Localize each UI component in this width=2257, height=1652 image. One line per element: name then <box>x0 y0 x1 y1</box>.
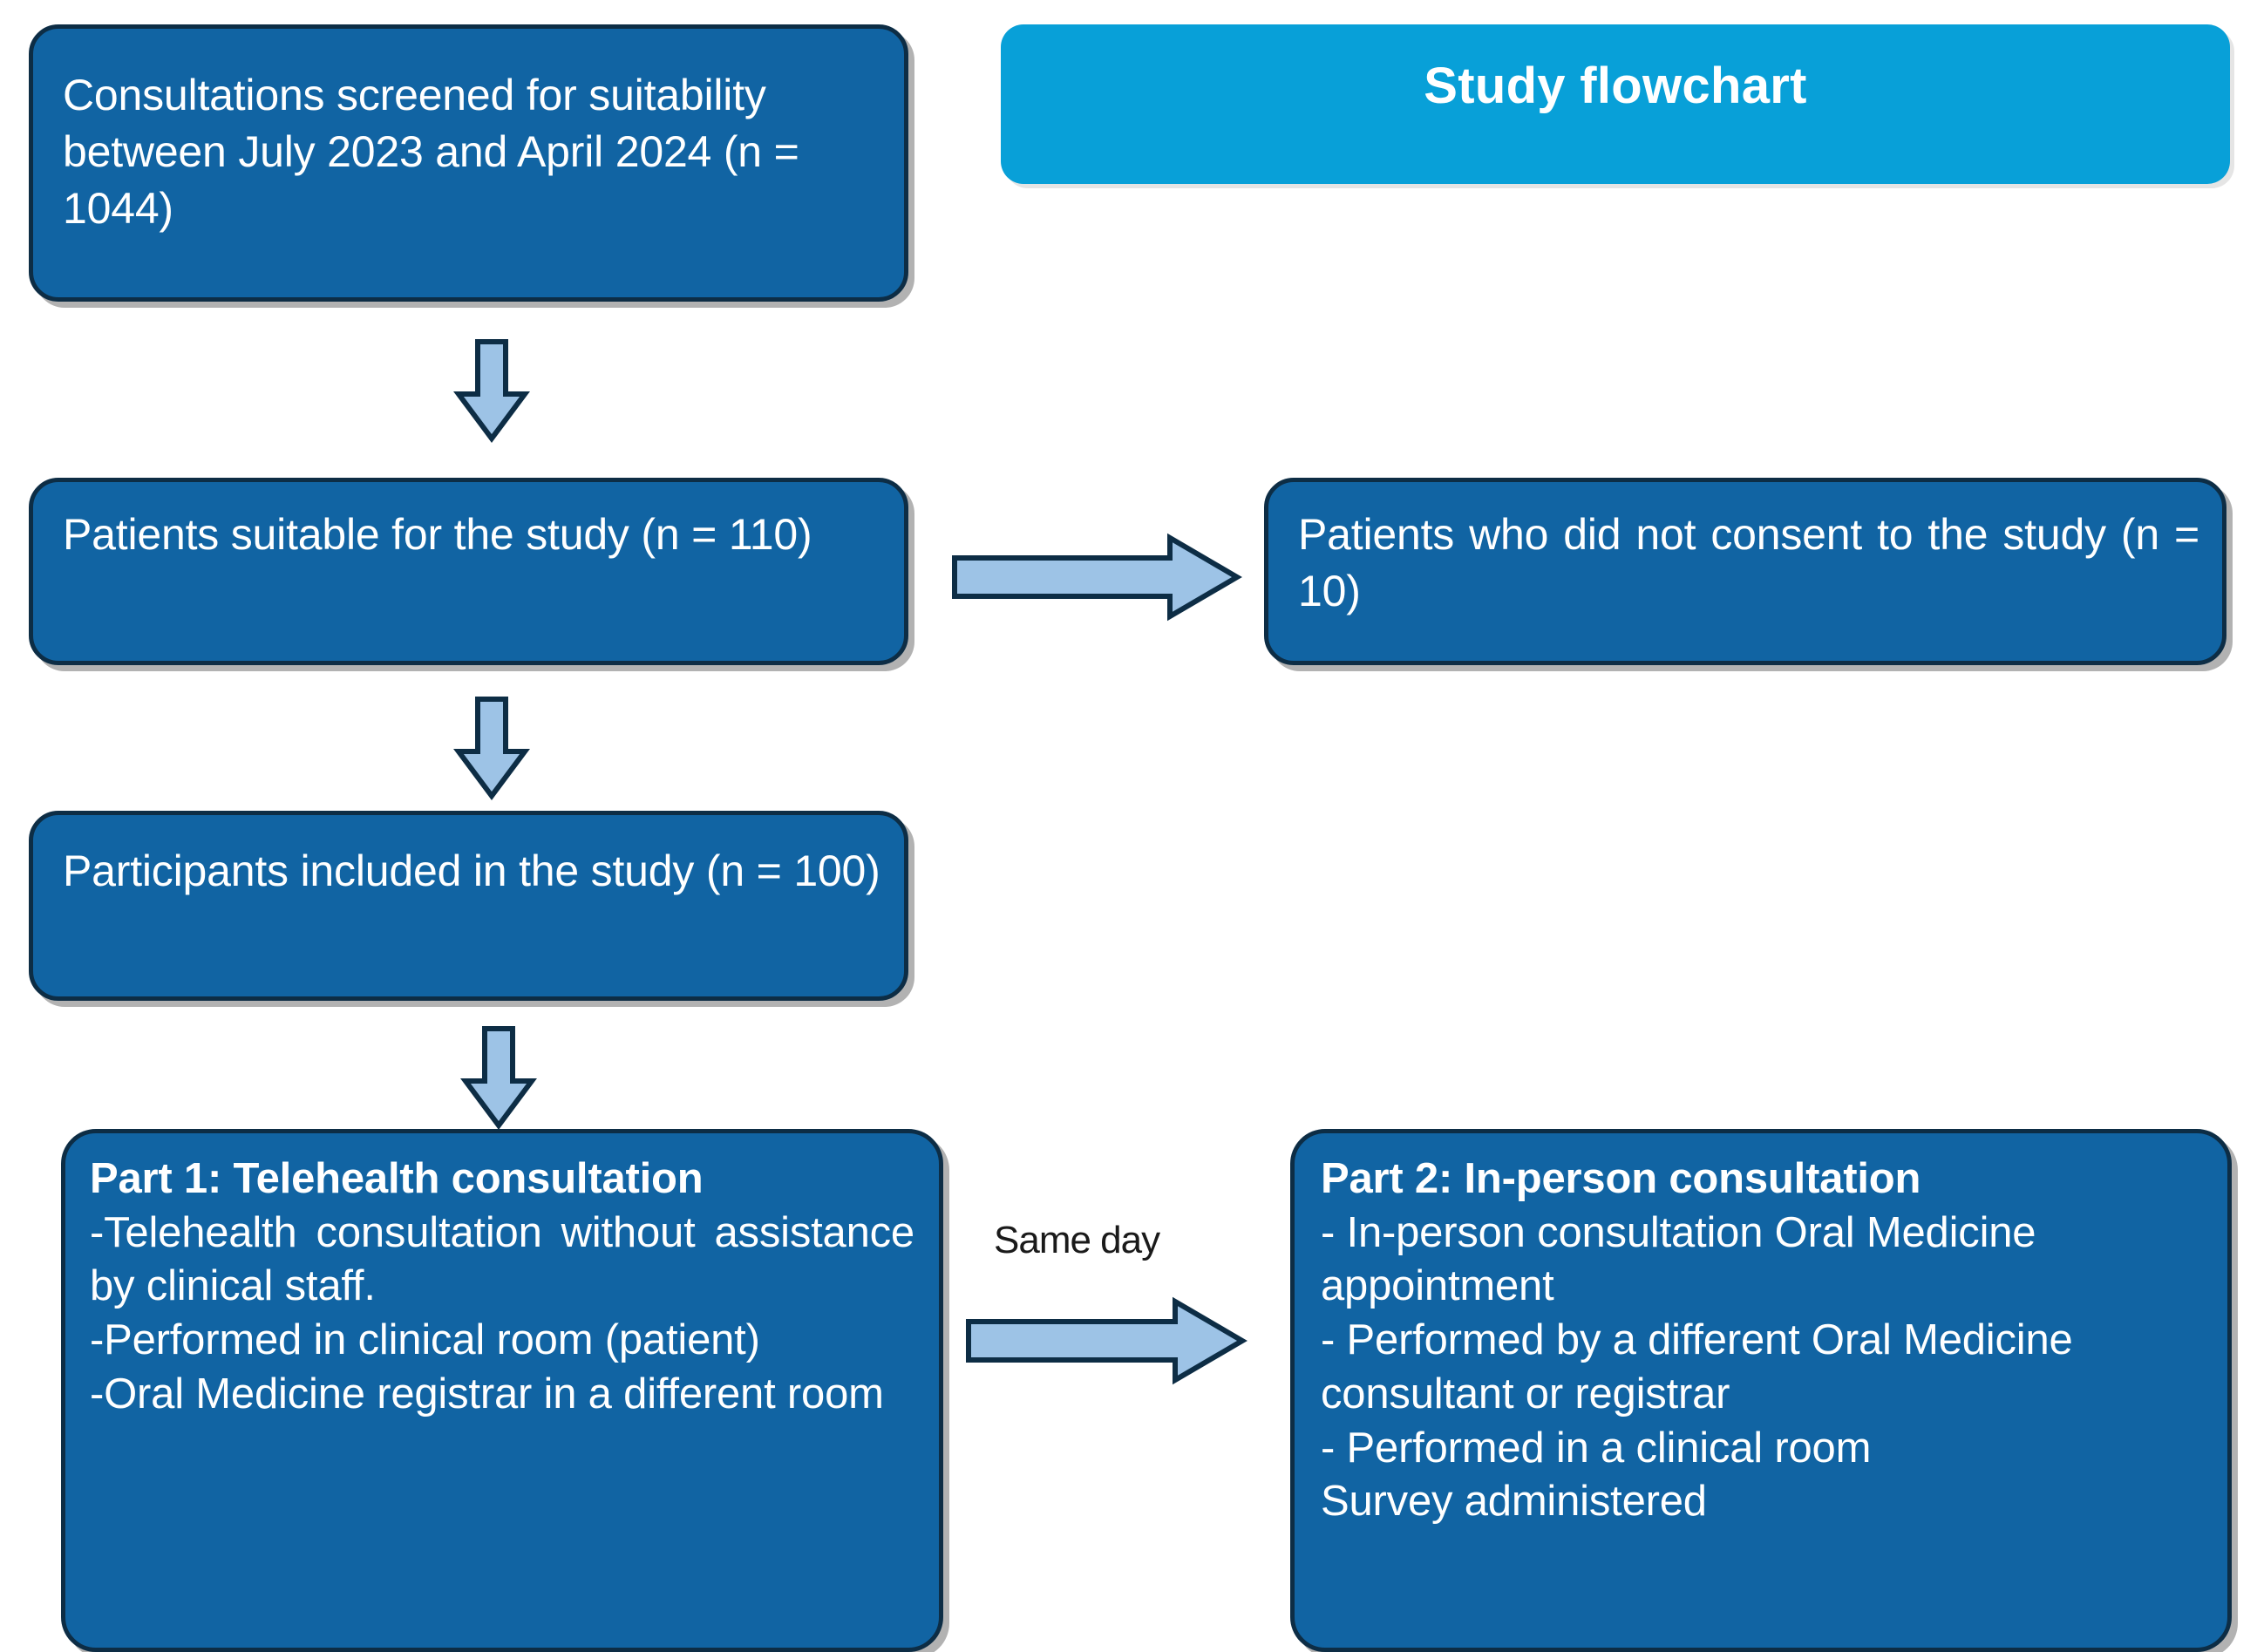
arrow-right-suitable-to-noconsent <box>952 533 1242 622</box>
node-participants-included: Participants included in the study (n = … <box>29 811 908 1001</box>
arrow-right-part1-to-part2 <box>966 1296 1247 1385</box>
node-consultations-screened-label: Consultations screened for suitability b… <box>63 71 812 233</box>
node-part2-body: - In-person consultation Oral Medicine a… <box>1321 1208 2073 1526</box>
arrow-down-included-to-part1 <box>460 1026 537 1131</box>
edge-label-same-day: Same day <box>994 1219 1160 1261</box>
node-part1-heading: Part 1: Telehealth consultation <box>90 1155 704 1202</box>
page-title: Study flowchart <box>1424 58 1807 114</box>
node-part1-text: Part 1: Telehealth consultation -Teleheal… <box>90 1152 914 1422</box>
arrow-down-screened-to-suitable <box>453 339 530 444</box>
node-part1-telehealth: Part 1: Telehealth consultation -Teleheal… <box>61 1129 943 1652</box>
node-participants-included-label: Participants included in the study (n = … <box>63 846 880 895</box>
study-flowchart-title-banner: Study flowchart <box>1001 24 2230 184</box>
node-part2-inperson: Part 2: In-person consultation - In-perso… <box>1290 1129 2232 1652</box>
node-patients-no-consent-label: Patients who did not consent to the stud… <box>1298 510 2212 615</box>
node-part2-text: Part 2: In-person consultation - In-perso… <box>1321 1152 2206 1529</box>
node-patients-no-consent: Patients who did not consent to the stud… <box>1264 478 2226 665</box>
node-part2-heading: Part 2: In-person consultation <box>1321 1155 1921 1202</box>
arrow-down-suitable-to-included <box>453 697 530 801</box>
node-consultations-screened: Consultations screened for suitability b… <box>29 24 908 302</box>
node-patients-suitable: Patients suitable for the study (n = 110… <box>29 478 908 665</box>
node-patients-suitable-label: Patients suitable for the study (n = 110… <box>63 510 812 559</box>
node-part1-body: -Telehealth consultation without assista… <box>90 1208 914 1417</box>
